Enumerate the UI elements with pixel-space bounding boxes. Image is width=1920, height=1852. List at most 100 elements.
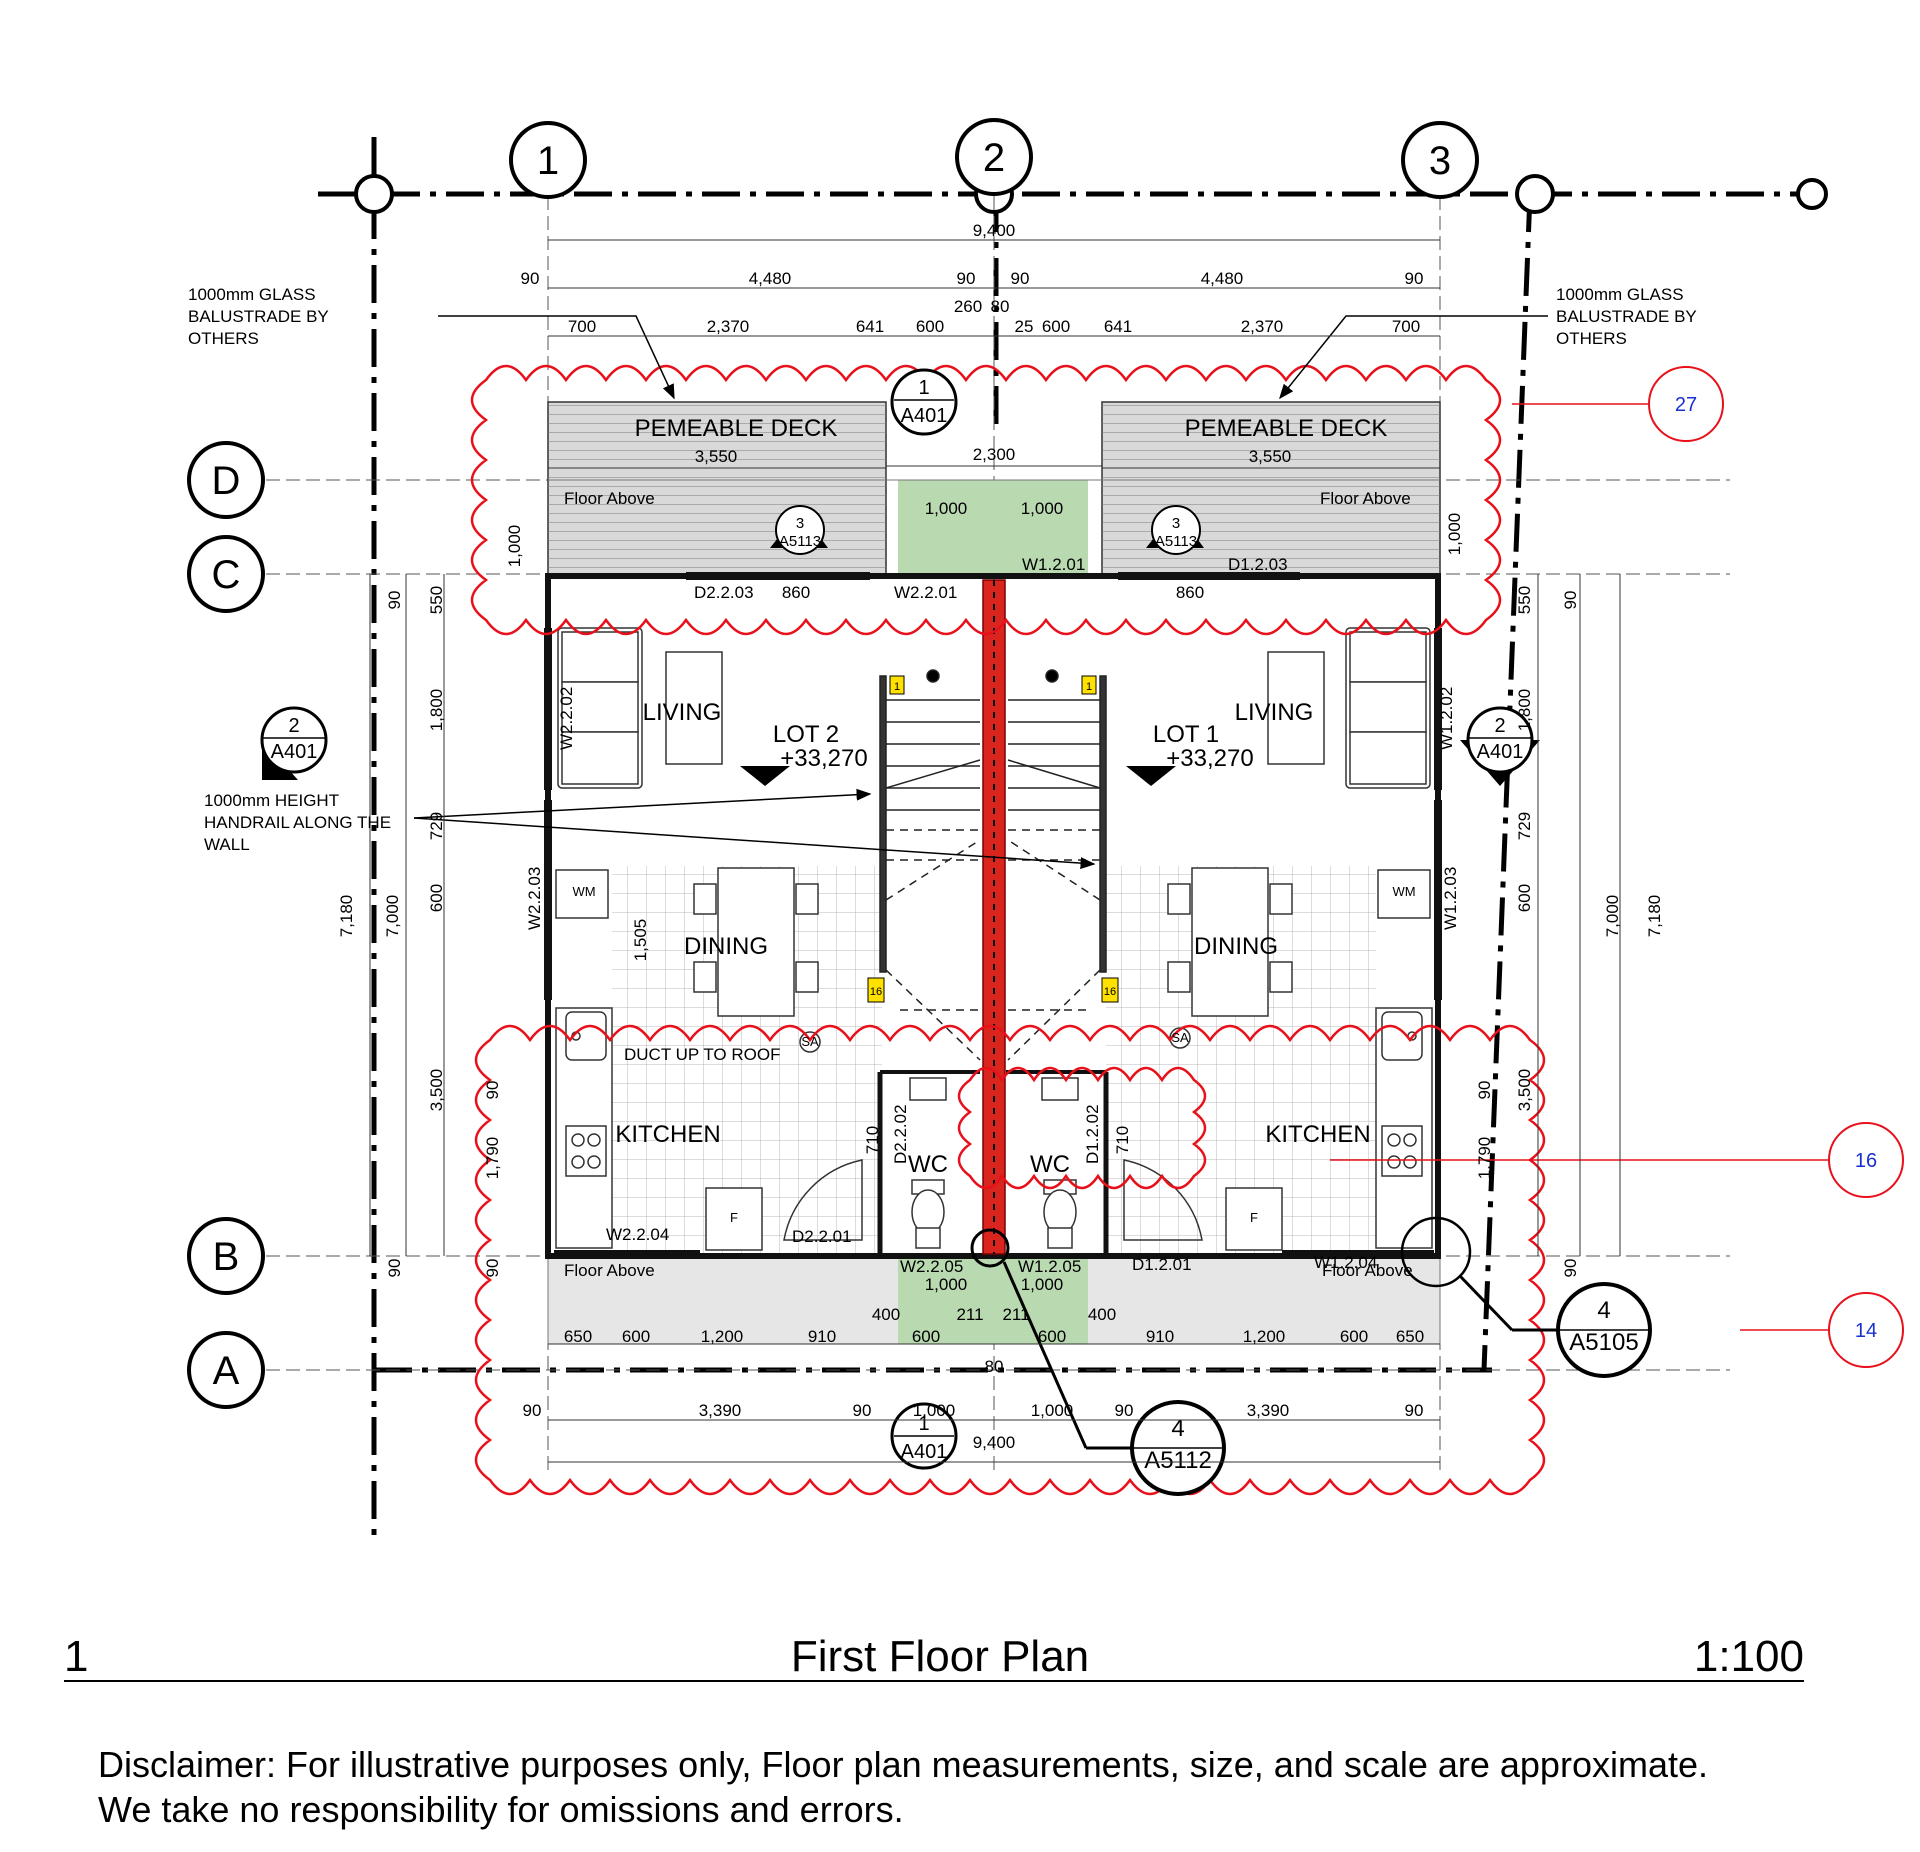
svg-text:SA: SA	[1171, 1030, 1189, 1045]
grid-label: 3	[1429, 139, 1451, 183]
svg-text:3: 3	[1172, 515, 1180, 532]
coffee-table-left	[665, 651, 723, 765]
door-swing-left	[783, 1159, 863, 1241]
lot2-level: +33,270	[780, 745, 867, 772]
svg-text:260: 260	[954, 297, 982, 316]
svg-text:W2.2.03: W2.2.03	[525, 867, 544, 930]
svg-text:1000mm HEIGHT: 1000mm HEIGHT	[204, 791, 339, 810]
svg-text:D2.2.02: D2.2.02	[891, 1104, 910, 1164]
svg-text:W2.2.02: W2.2.02	[557, 687, 576, 750]
svg-text:4: 4	[1171, 1415, 1184, 1442]
fridge-right	[1225, 1187, 1283, 1251]
basin-left	[909, 1077, 947, 1101]
svg-text:641: 641	[856, 317, 884, 336]
stair-treads-left	[885, 699, 981, 811]
svg-text:90: 90	[523, 1401, 542, 1420]
note-leaders	[413, 315, 1548, 870]
svg-text:W2.2.05: W2.2.05	[900, 1257, 963, 1276]
detail-marker-deck-left: 3 A5113	[770, 505, 828, 555]
svg-text:3: 3	[796, 515, 804, 532]
svg-text:A401: A401	[901, 405, 948, 427]
svg-text:400: 400	[1088, 1305, 1116, 1324]
fridge-label: F	[1250, 1210, 1258, 1225]
svg-text:1000mm GLASS: 1000mm GLASS	[1556, 285, 1684, 304]
washing-machine-right	[1377, 869, 1431, 919]
svg-text:2: 2	[1494, 715, 1505, 737]
grid-bubble-C: C	[187, 535, 265, 613]
wc-label-right: WC	[1030, 1151, 1070, 1178]
grid-bubble-1: 1	[509, 121, 587, 199]
stair-tag-label: 1	[894, 681, 900, 693]
boundary-markers	[354, 174, 1828, 214]
fridge-label: F	[730, 1210, 738, 1225]
svg-text:4,480: 4,480	[1201, 269, 1244, 288]
svg-text:700: 700	[1392, 317, 1420, 336]
dimension-lines	[369, 239, 1621, 1463]
grid-bubble-D: D	[187, 441, 265, 519]
svg-text:7,180: 7,180	[1645, 895, 1664, 938]
svg-text:W1.2.02: W1.2.02	[1437, 687, 1456, 750]
svg-text:90: 90	[1561, 591, 1580, 610]
dining-label-left: DINING	[684, 933, 768, 960]
svg-text:3,500: 3,500	[1515, 1069, 1534, 1112]
drawing-scale: 1:100	[1693, 1632, 1804, 1681]
svg-text:550: 550	[1515, 586, 1534, 614]
svg-text:729: 729	[427, 812, 446, 840]
svg-text:90: 90	[957, 269, 976, 288]
room-labels: PEMEABLE DECK PEMEABLE DECK LIVING LIVIN…	[564, 415, 1416, 1280]
svg-text:211: 211	[1002, 1305, 1029, 1324]
stair-tag-label: 16	[870, 986, 882, 998]
svg-text:710: 710	[863, 1126, 882, 1154]
svg-text:90: 90	[1011, 269, 1030, 288]
grid-label: A	[213, 1349, 240, 1393]
svg-text:4: 4	[1597, 1297, 1610, 1324]
toilet-left	[911, 1179, 945, 1249]
svg-text:650: 650	[564, 1327, 592, 1346]
svg-text:1,000: 1,000	[913, 1401, 956, 1420]
svg-text:600: 600	[916, 317, 944, 336]
revision-bubbles: 27 16 14	[1648, 366, 1904, 1368]
svg-text:2,370: 2,370	[1241, 317, 1284, 336]
svg-text:90: 90	[521, 269, 540, 288]
grid-bubble-A: A	[187, 1331, 265, 1409]
disclaimer-line-1: Disclaimer: For illustrative purposes on…	[98, 1744, 1708, 1785]
stairs	[879, 669, 1107, 1061]
dining-label-right: DINING	[1194, 933, 1278, 960]
svg-text:1,000: 1,000	[1445, 513, 1464, 556]
basin-right	[1041, 1077, 1079, 1101]
svg-text:3,390: 3,390	[1247, 1401, 1290, 1420]
deck-label-right: PEMEABLE DECK	[1185, 415, 1388, 442]
svg-text:A401: A401	[1477, 741, 1524, 763]
svg-text:400: 400	[872, 1305, 900, 1324]
svg-text:90: 90	[483, 1081, 502, 1100]
svg-text:3,500: 3,500	[427, 1069, 446, 1112]
coffee-table-right	[1267, 651, 1325, 765]
grid-label: 1	[537, 139, 559, 183]
decks	[547, 401, 1441, 1345]
svg-text:650: 650	[1396, 1327, 1424, 1346]
svg-text:641: 641	[1104, 317, 1132, 336]
revision-bubble-27: 27	[1648, 366, 1724, 442]
lot2-label: LOT 2	[773, 721, 839, 748]
svg-text:860: 860	[782, 583, 810, 602]
svg-text:600: 600	[1340, 1327, 1368, 1346]
svg-text:A5113: A5113	[779, 533, 821, 550]
wm-label: WM	[572, 884, 595, 899]
svg-text:W1.2.04: W1.2.04	[1314, 1253, 1377, 1272]
section-marker-left: 2 A401	[260, 706, 328, 780]
revision-number: 27	[1675, 394, 1697, 416]
sofa-left	[557, 627, 643, 789]
dining-set-right	[1167, 867, 1293, 1017]
svg-text:3,550: 3,550	[695, 447, 738, 466]
grid-label: B	[213, 1235, 240, 1279]
grid-label: 2	[983, 136, 1005, 180]
revision-bubble-14: 14	[1828, 1292, 1904, 1368]
svg-text:OTHERS: OTHERS	[188, 329, 259, 348]
kitchen-label-left: KITCHEN	[615, 1121, 720, 1148]
svg-text:860: 860	[1176, 583, 1204, 602]
section-marker-top: 1 A401	[890, 368, 958, 436]
svg-text:90: 90	[853, 1401, 872, 1420]
svg-text:25: 25	[1015, 317, 1034, 336]
grid-bubble-3: 3	[1401, 121, 1479, 199]
svg-text:90: 90	[1561, 1259, 1580, 1278]
